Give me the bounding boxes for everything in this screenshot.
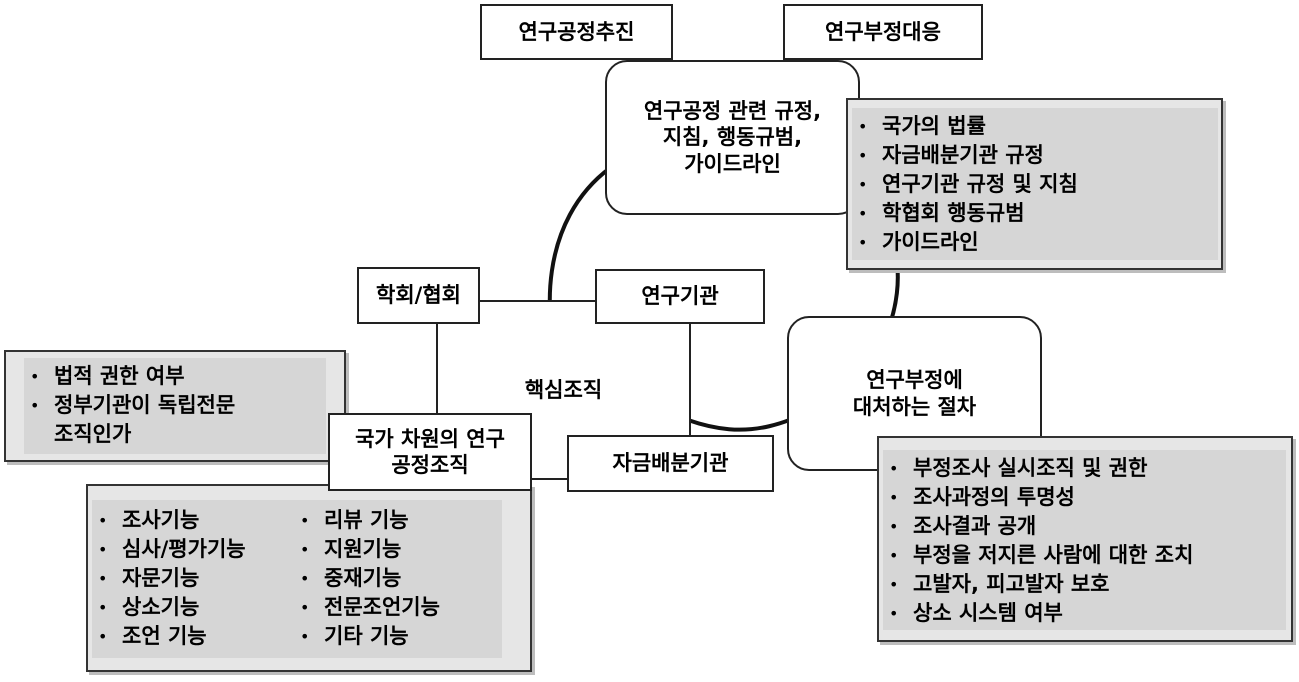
regulations-line-1: 연구공정 관련 규정, <box>643 99 822 124</box>
procedure-box: 연구부정에 대처하는 절차 <box>787 316 1042 471</box>
procedure-item: 고발자, 피고발자 보호 <box>883 570 1193 599</box>
procedure-item: 조사결과 공개 <box>883 512 1193 541</box>
research-integrity-promotion-label: 연구공정추진 <box>480 4 673 60</box>
function-item: 심사/평가기능 <box>92 535 246 564</box>
misconduct-response-label: 연구부정대응 <box>783 4 983 60</box>
function-item: 조사기능 <box>92 506 246 535</box>
core-org-title: 핵심조직 <box>524 377 603 402</box>
national-org-line-2: 공정조직 <box>391 453 469 477</box>
question-item: 법적 권한 여부 <box>24 362 235 391</box>
regulations-list-panel: 국가의 법률 자금배분기관 규정 연구기관 규정 및 지침 학협회 행동규범 가… <box>846 98 1223 270</box>
function-item: 기타 기능 <box>294 622 440 651</box>
funding-agency-label: 자금배분기관 <box>567 435 774 492</box>
regulation-item: 가이드라인 <box>852 228 1078 257</box>
procedure-item: 상소 시스템 여부 <box>883 599 1193 628</box>
procedure-item: 부정조사 실시조직 및 권한 <box>883 454 1193 483</box>
function-item: 중재기능 <box>294 564 440 593</box>
academic-society-label: 학회/협회 <box>357 267 480 324</box>
regulation-item: 국가의 법률 <box>852 112 1078 141</box>
procedure-line-2: 대처하는 절차 <box>852 394 977 419</box>
procedure-item: 부정을 저지른 사람에 대한 조치 <box>883 541 1193 570</box>
function-item: 지원기능 <box>294 535 440 564</box>
question-item-continued: 조직인가 <box>54 422 132 446</box>
functions-panel: 조사기능 심사/평가기능 자문기능 상소기능 조언 기능 리뷰 기능 지원기능 … <box>86 484 532 672</box>
regulation-item: 연구기관 규정 및 지침 <box>852 170 1078 199</box>
regulation-item: 자금배분기관 규정 <box>852 141 1078 170</box>
regulations-box: 연구공정 관련 규정, 지침, 행동규범, 가이드라인 <box>605 60 860 215</box>
function-item: 자문기능 <box>92 564 246 593</box>
procedure-line-1: 연구부정에 <box>866 368 963 393</box>
function-item: 리뷰 기능 <box>294 506 440 535</box>
function-item: 전문조언기능 <box>294 593 440 622</box>
function-item: 상소기능 <box>92 593 246 622</box>
research-institute-label: 연구기관 <box>595 269 765 324</box>
national-org-box: 국가 차원의 연구 공정조직 <box>328 413 532 491</box>
regulations-line-2: 지침, 행동규범, <box>662 125 803 150</box>
national-org-question-panel: 법적 권한 여부 정부기관이 독립전문 조직인가 <box>4 350 346 462</box>
procedure-item: 조사과정의 투명성 <box>883 483 1193 512</box>
question-item: 정부기관이 독립전문 <box>24 391 235 420</box>
regulation-item: 학협회 행동규범 <box>852 199 1078 228</box>
regulations-line-3: 가이드라인 <box>684 151 781 176</box>
national-org-line-1: 국가 차원의 연구 <box>355 426 505 451</box>
procedure-list-panel: 부정조사 실시조직 및 권한 조사과정의 투명성 조사결과 공개 부정을 저지른… <box>877 436 1293 642</box>
function-item: 조언 기능 <box>92 622 246 651</box>
